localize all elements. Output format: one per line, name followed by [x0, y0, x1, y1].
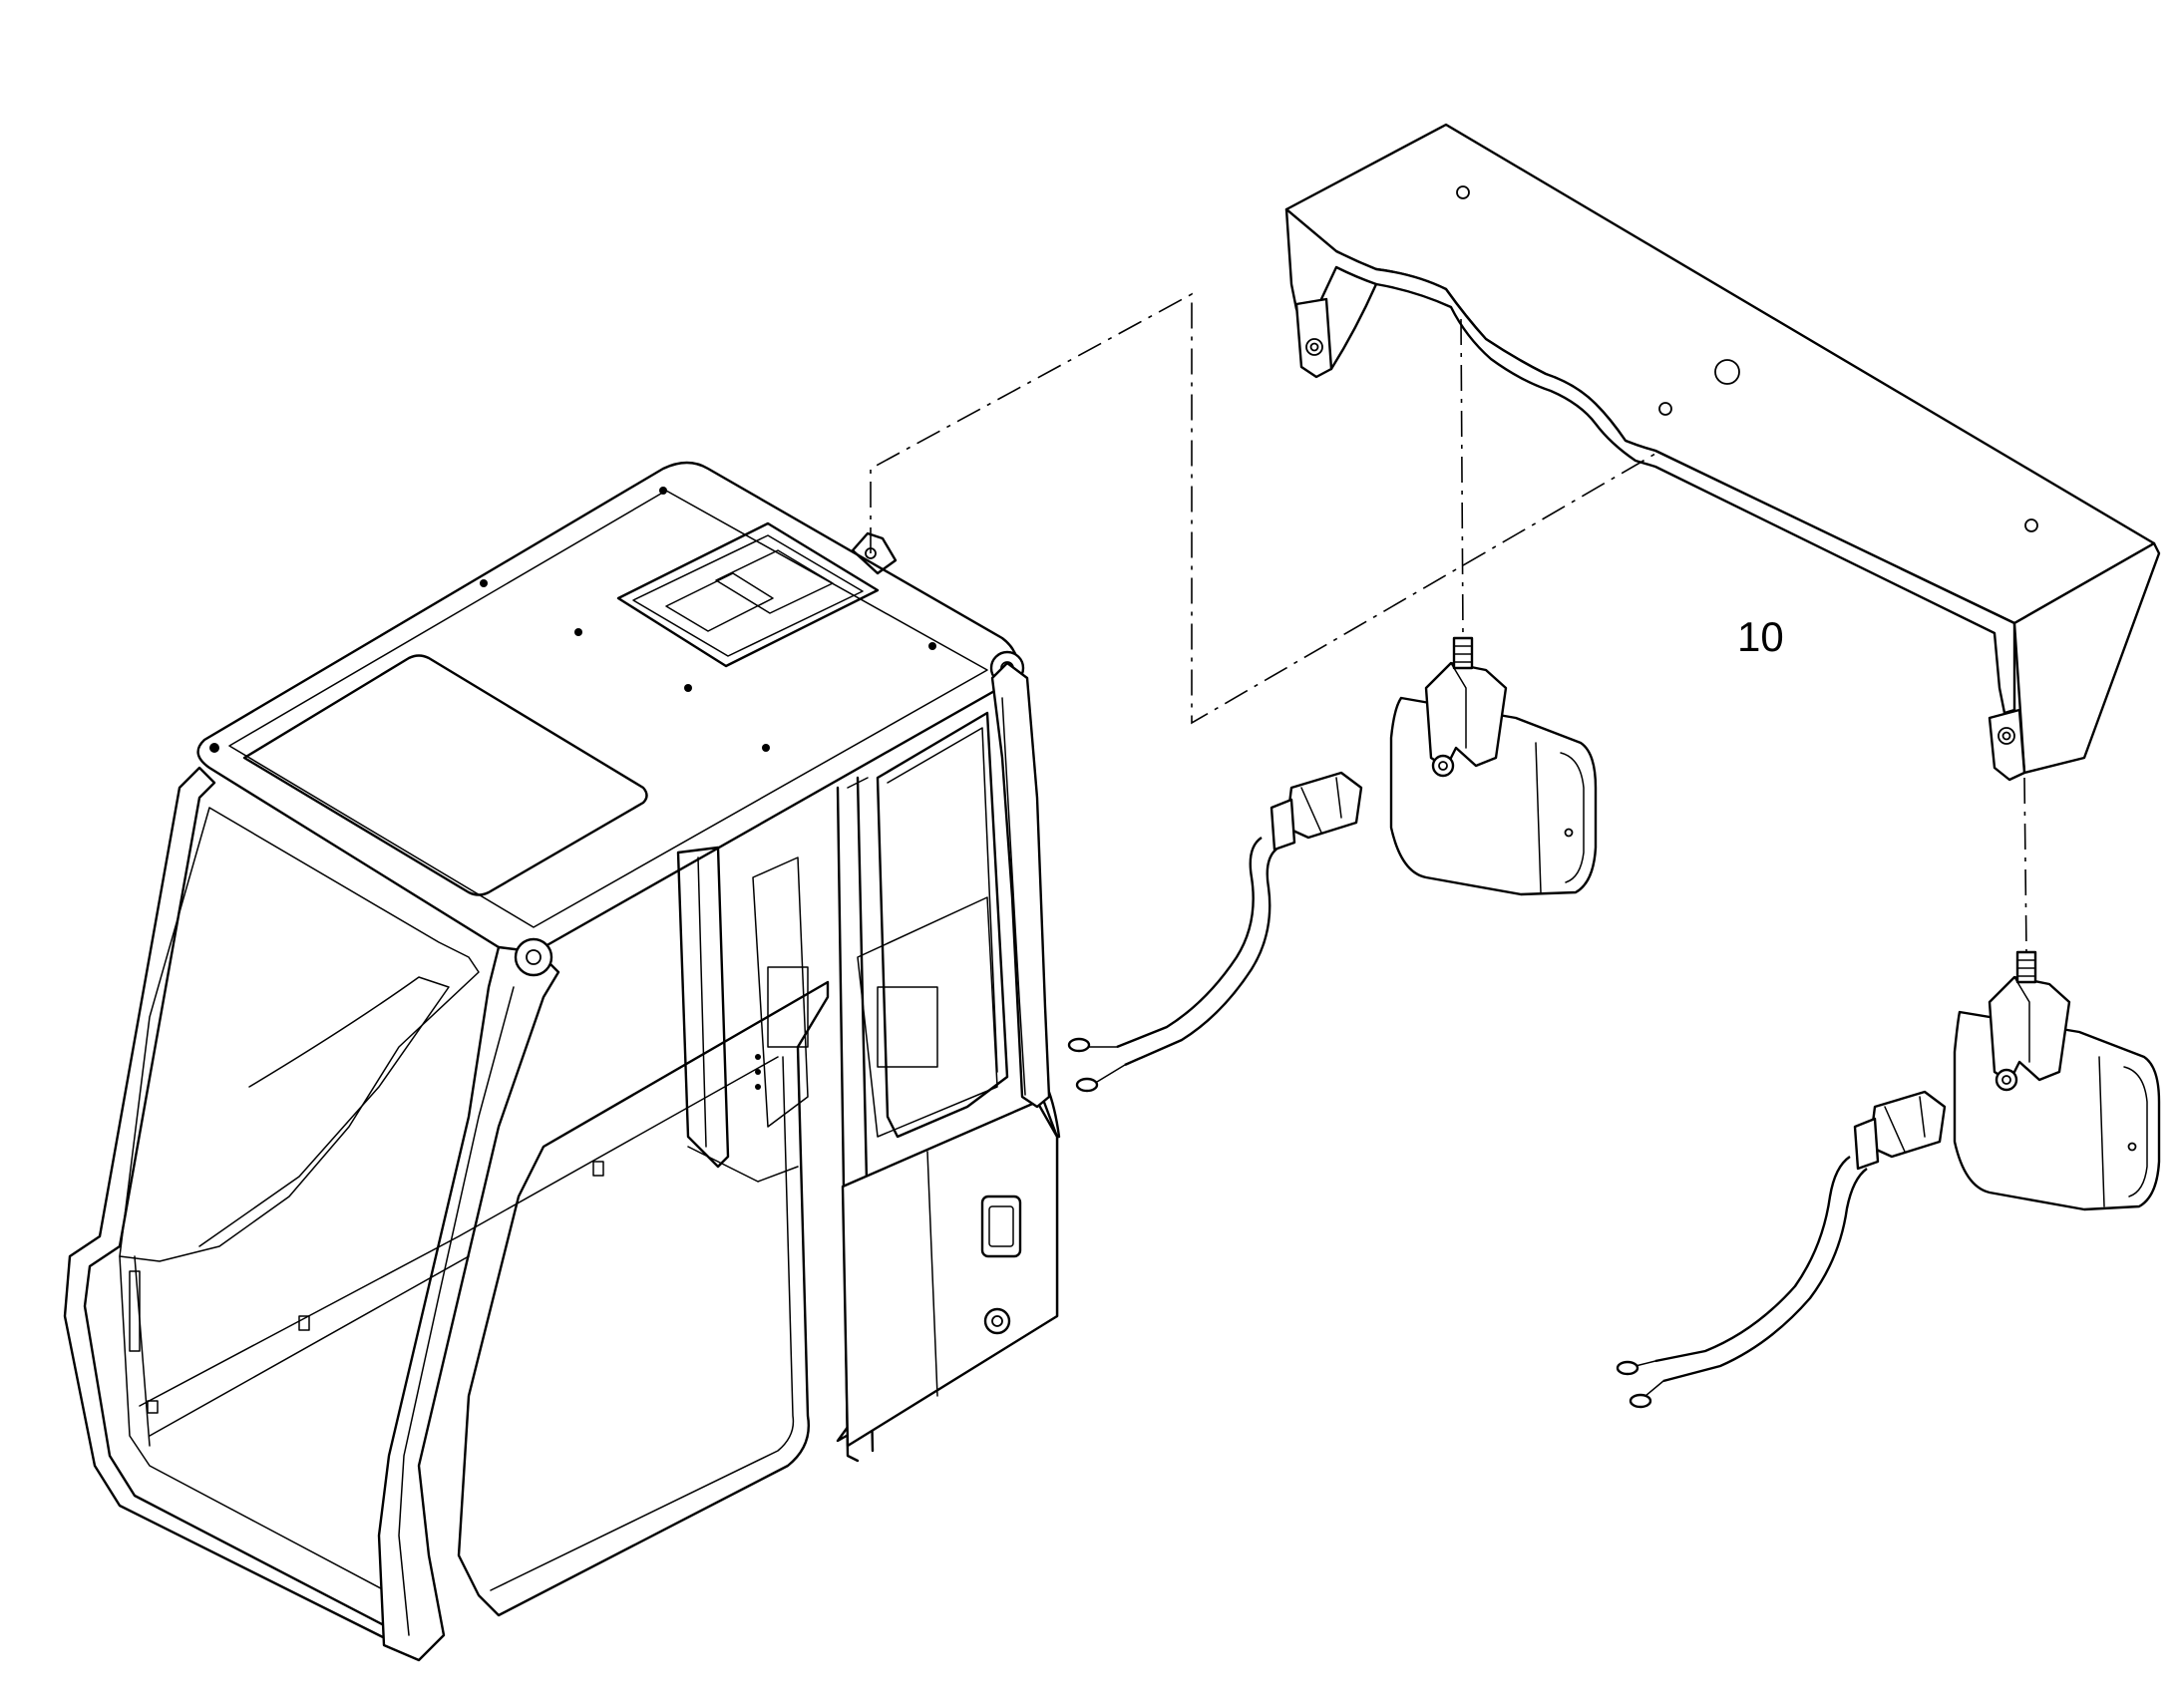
- roof-mount-tab: [851, 531, 898, 575]
- wire-harness-upper: [1067, 771, 1363, 1093]
- roof-hatch: [616, 521, 880, 668]
- assembly-lines: [870, 292, 2027, 953]
- wire-harness-lower: [1616, 1090, 1947, 1409]
- work-light-upper: [1389, 636, 1598, 896]
- light-mounting-bracket: [1284, 123, 2161, 782]
- roof-window: [242, 654, 648, 896]
- cab-rear-side-window: [876, 711, 1009, 1139]
- connector-upper: [1284, 771, 1363, 840]
- callout-label-10: 10: [1737, 613, 1784, 660]
- cab-door-opening: [457, 980, 830, 1617]
- cab-switch-plate: [980, 1195, 1022, 1258]
- connector-lower: [1868, 1090, 1947, 1159]
- cab-rear-pillar: [377, 945, 560, 1662]
- cab-side-frame: [676, 846, 730, 1169]
- bracket-front-flange: [1284, 207, 2016, 715]
- cab-roof: [196, 461, 1020, 956]
- cab-right-pillar: [990, 661, 1051, 1109]
- operator-cab: [63, 461, 1061, 1662]
- work-light-lower: [1953, 950, 2161, 1211]
